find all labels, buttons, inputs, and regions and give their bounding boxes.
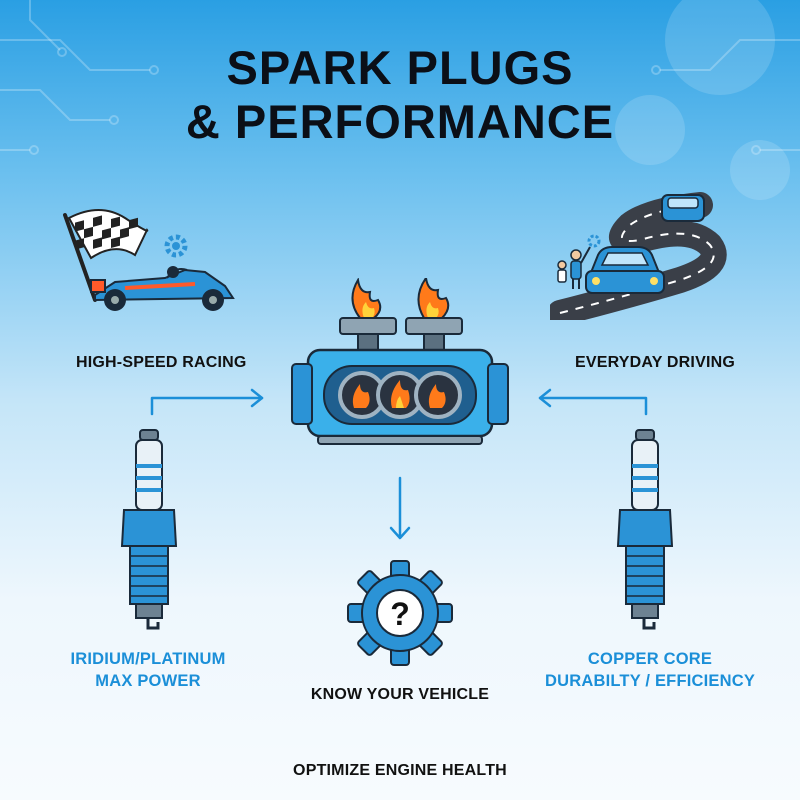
down-arrowhead-icon	[389, 526, 411, 540]
right-arrowhead-icon	[538, 388, 552, 408]
iridium-plug-label: IRIDIUM/PLATINUM MAX POWER	[60, 648, 236, 692]
cylinder-fire-icon	[338, 371, 462, 419]
settings-gear-icon	[164, 234, 188, 258]
know-your-vehicle-label: KNOW YOUR VEHICLE	[310, 686, 490, 703]
everyday-driving-illustration	[550, 192, 727, 320]
racing-illustration	[63, 209, 235, 311]
iridium-plug-benefit: MAX POWER	[95, 672, 201, 690]
right-connector-arrow	[538, 396, 648, 416]
circuit-traces	[0, 0, 800, 155]
copper-plug-benefit: DURABILTY / EFFICIENCY	[545, 672, 756, 690]
everyday-driving-label: EVERYDAY DRIVING	[575, 354, 735, 371]
background-gears	[615, 0, 790, 200]
question-mark-icon: ?	[390, 596, 410, 632]
iridium-plug-type: IRIDIUM/PLATINUM	[70, 650, 226, 668]
race-car-icon	[90, 266, 235, 311]
far-car-icon	[661, 194, 705, 222]
near-car-icon	[585, 246, 665, 294]
copper-plug-label: COPPER CORE DURABILTY / EFFICIENCY	[545, 648, 755, 692]
page-title-line2: & PERFORMANCE	[185, 95, 615, 148]
left-flame-icon	[351, 278, 382, 319]
footer-tagline: OPTIMIZE ENGINE HEALTH	[293, 762, 507, 779]
page-title-line1: SPARK PLUGS	[226, 41, 574, 94]
right-flame-icon	[417, 278, 450, 319]
checkered-flag-icon	[63, 209, 149, 302]
left-connector-arrow	[150, 396, 264, 416]
iridium-spark-plug-illustration	[120, 429, 178, 630]
copper-plug-type: COPPER CORE	[587, 650, 713, 668]
decision-gear-icon: ?	[347, 560, 453, 666]
left-arrowhead-icon	[250, 388, 264, 408]
high-speed-racing-label: HIGH-SPEED RACING	[76, 354, 247, 371]
copper-spark-plug-illustration	[616, 429, 674, 630]
family-icon	[557, 234, 601, 289]
engine-block-illustration	[291, 278, 509, 445]
